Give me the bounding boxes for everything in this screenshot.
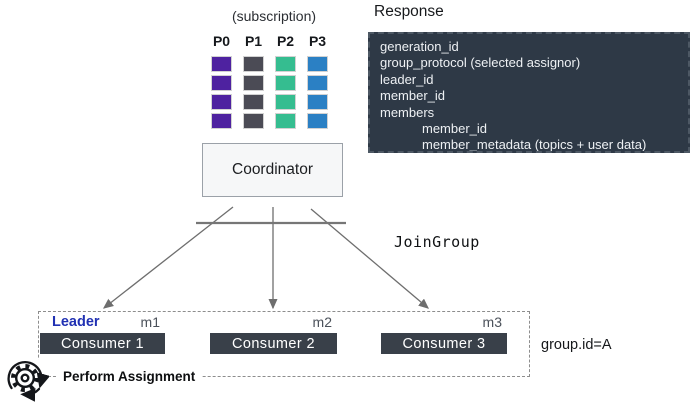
arrow-to-consumer-1 [102,206,234,309]
partition-header: P1 [244,33,263,49]
member-id-label: m1 [140,314,160,330]
partition-cell [275,56,296,72]
response-title: Response [374,3,444,20]
member-id-label: m3 [482,314,502,330]
consumer-1-label: Consumer 1 [61,335,144,352]
partition-cell [243,94,264,110]
partition-column-p1: P1 [242,33,265,132]
consumer-2-box: Consumer 2 [210,333,337,354]
group-id-label: group.id=A [541,337,612,353]
partition-cell [211,113,232,129]
consumer-group-1: Leader m1 Consumer 1 [40,315,165,355]
perform-assignment-label: Perform Assignment [57,367,202,386]
response-line: member_metadata (topics + user data) [422,137,647,153]
partition-cell [275,94,296,110]
coordinator-box: Coordinator [202,143,343,197]
coordinator-label: Coordinator [232,161,313,178]
response-line: group_protocol (selected assignor) [380,55,581,71]
partition-column-p2: P2 [274,33,297,132]
partition-cell [275,113,296,129]
consumer-3-box: Consumer 3 [381,333,507,354]
arrow-to-consumer-3 [310,208,429,309]
gear-sync-icon [2,355,49,402]
partition-column-p0: P0 [210,33,233,132]
response-line: member_id [422,121,488,137]
partition-cell [243,113,264,129]
leader-label: Leader [52,314,100,330]
response-box: generation_id group_protocol (selected a… [368,32,690,153]
partition-cell [307,94,328,110]
partition-cell [307,75,328,91]
response-line: leader_id [380,71,434,87]
partition-header: P2 [276,33,295,49]
consumer-2-label: Consumer 2 [232,335,315,352]
consumer-group-2: m2 Consumer 2 [210,315,337,355]
partition-header: P3 [308,33,327,49]
partition-cell [211,94,232,110]
partition-cell [307,113,328,129]
partition-cell [211,56,232,72]
consumer-1-box: Consumer 1 [40,333,165,354]
partition-cell [211,75,232,91]
consumer-group-boundary [38,311,530,377]
response-line: members [380,104,435,120]
member-id-label: m2 [312,314,332,330]
consumer-group-3: m3 Consumer 3 [381,315,507,355]
subscription-label: (subscription) [231,8,317,24]
consumer-3-label: Consumer 3 [402,335,486,352]
partition-grid: P0 P1 P2 P3 [210,33,329,132]
partition-cell [243,75,264,91]
response-line: generation_id [380,39,459,54]
partition-cell [243,56,264,72]
partition-cell [275,75,296,91]
joingroup-label: JoinGroup [394,233,480,251]
partition-header: P0 [212,33,231,49]
response-line: member_id [380,88,446,104]
partition-cell [307,56,328,72]
partition-column-p3: P3 [306,33,329,132]
